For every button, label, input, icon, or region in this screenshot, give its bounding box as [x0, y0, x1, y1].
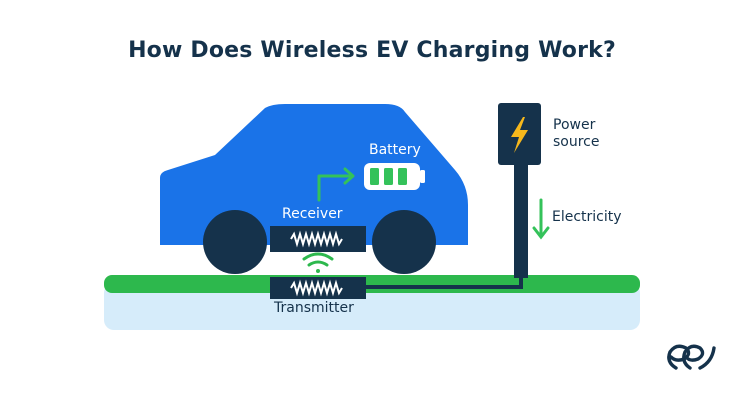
brand-logo-icon [667, 344, 716, 370]
power-pole [514, 160, 528, 278]
power-source-label-line2: source [553, 134, 600, 150]
ground-base [104, 283, 640, 330]
receiver-pad [270, 226, 366, 252]
coil-wave-icon [290, 230, 343, 248]
car-body [160, 104, 468, 245]
transmitter-label: Transmitter [274, 300, 354, 316]
power-source-label-line1: Power [553, 117, 596, 133]
car-wheel-front [203, 210, 267, 274]
battery-label: Battery [369, 142, 421, 158]
page-title: How Does Wireless EV Charging Work? [128, 38, 616, 63]
coil-wave-icon [290, 279, 343, 297]
ground-grass [104, 275, 640, 293]
electricity-label: Electricity [552, 209, 622, 225]
electricity-arrow [532, 198, 550, 240]
battery-arrow [317, 167, 355, 202]
wireless-signal-icon [302, 252, 334, 273]
receiver-label: Receiver [282, 206, 343, 222]
battery-icon [364, 163, 425, 190]
car-wheel-rear [372, 210, 436, 274]
lightning-bolt-icon [511, 117, 528, 153]
